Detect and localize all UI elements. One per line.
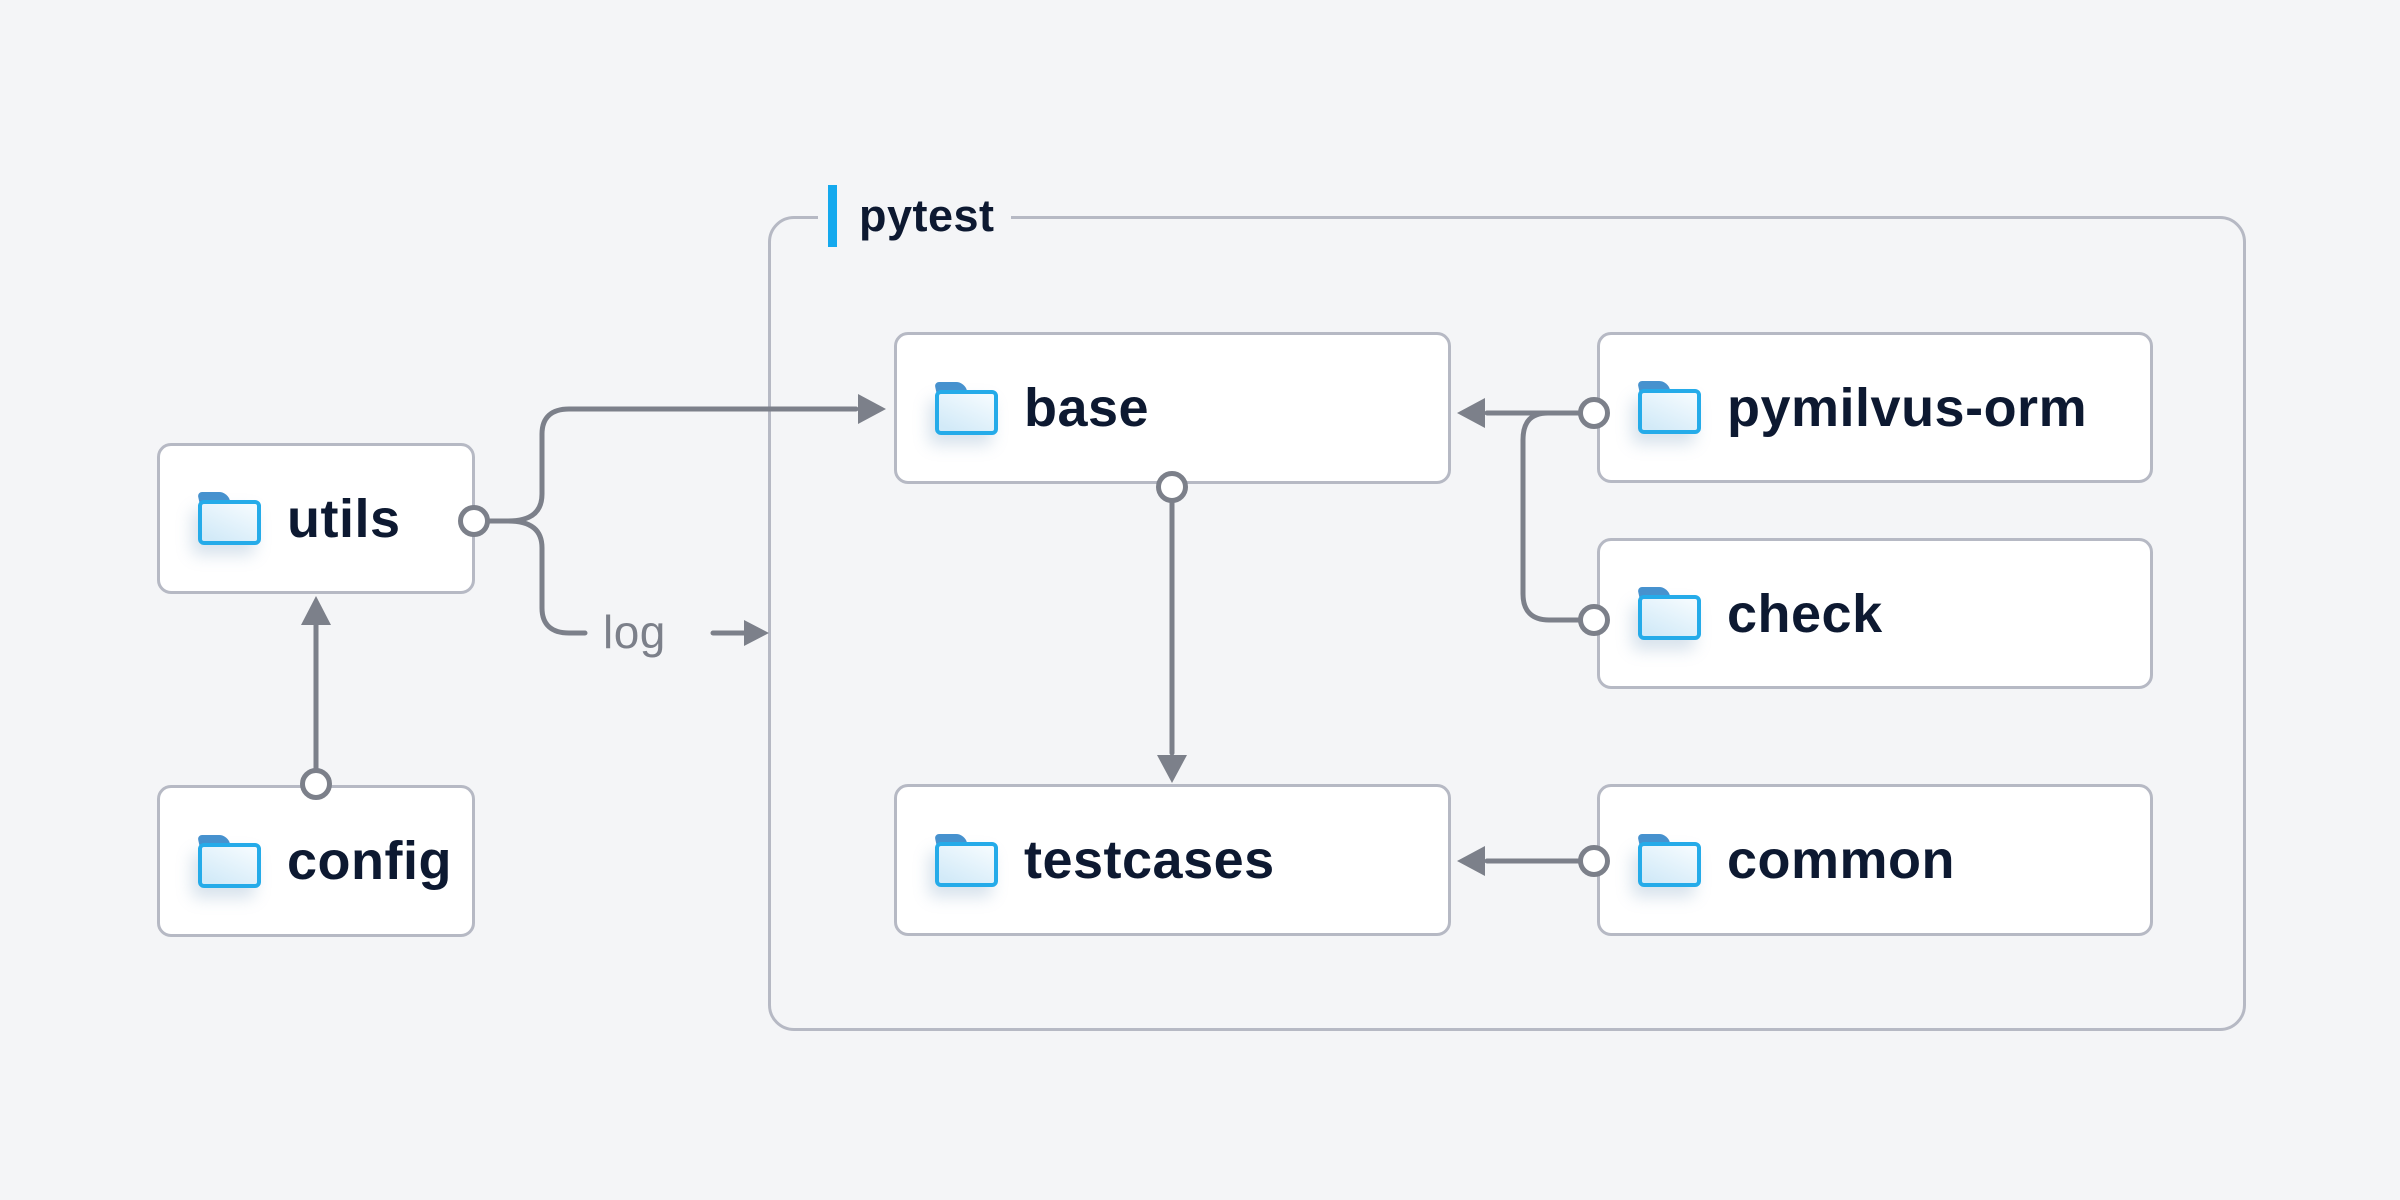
- folder-icon: [1637, 587, 1701, 640]
- node-label: check: [1727, 583, 1883, 644]
- node-label: common: [1727, 830, 1956, 890]
- pytest-group-title: pytest: [859, 190, 995, 241]
- folder-icon: [197, 492, 261, 545]
- pytest-group-label: pytest: [818, 185, 1011, 247]
- node-testcases: testcases: [894, 784, 1451, 936]
- folder-icon: [197, 834, 261, 888]
- edge-label-log: log: [603, 606, 666, 658]
- accent-bar-icon: [828, 185, 837, 247]
- node-label: config: [287, 831, 452, 891]
- node-config: config: [157, 785, 475, 937]
- folder-icon: [1637, 381, 1701, 434]
- pytest-group-container: [768, 216, 2246, 1031]
- node-label: utils: [287, 488, 401, 549]
- node-common: common: [1597, 784, 2153, 936]
- folder-icon: [934, 381, 998, 435]
- node-pymilvus-orm: pymilvus-orm: [1597, 332, 2153, 483]
- node-utils: utils: [157, 443, 475, 594]
- folder-icon: [934, 833, 998, 887]
- node-base: base: [894, 332, 1451, 484]
- node-label: base: [1024, 378, 1150, 438]
- node-label: pymilvus-orm: [1727, 377, 2088, 438]
- node-check: check: [1597, 538, 2153, 689]
- node-label: testcases: [1024, 830, 1275, 890]
- edge-config-utils: [300, 596, 332, 800]
- folder-icon: [1637, 833, 1701, 887]
